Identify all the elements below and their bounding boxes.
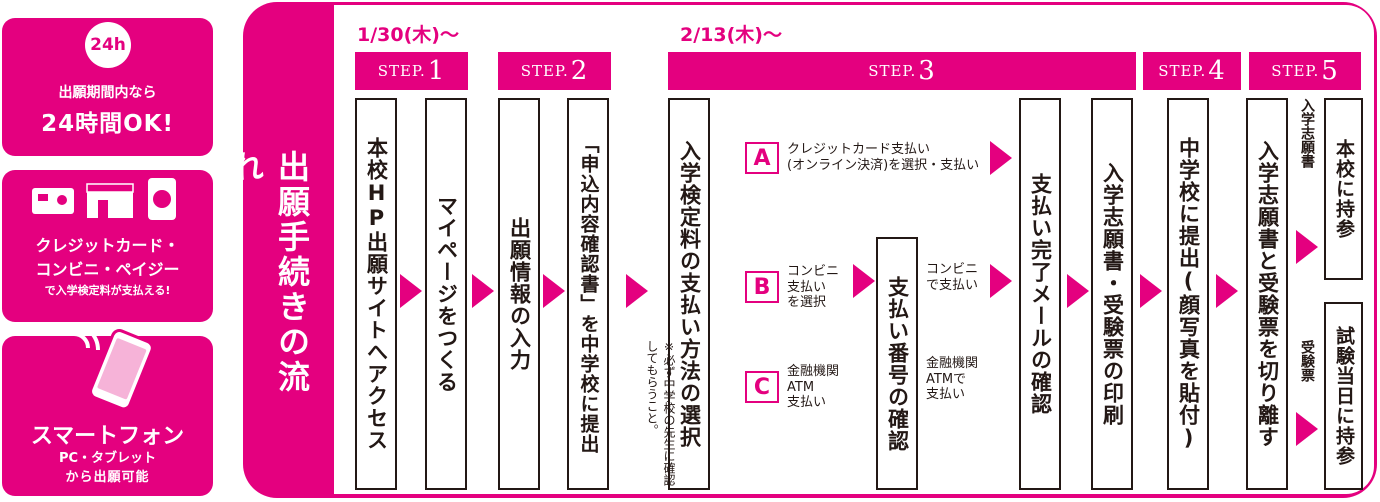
box-input-info-label: 出願情報の入力 (507, 217, 532, 371)
flow-arrow (990, 141, 1012, 175)
payment-methods-icon (32, 178, 176, 220)
feature-24h-caption: 出願期間内なら (58, 85, 157, 101)
flow-arrow (1067, 274, 1089, 308)
option-a-text: クレジットカード支払い (オンライン決済)を選択・支払い (787, 142, 979, 173)
box-bring-exam-day-label: 試験当日に持参 (1333, 326, 1355, 466)
step-1-header: STEP.1 (355, 52, 468, 90)
convenience-pay-text: コンビニ で支払い (926, 262, 978, 293)
step-1-prefix: STEP. (377, 62, 426, 80)
flow-arrow (472, 274, 494, 308)
feature-card-24h: 24h 出願期間内なら 24時間OK! (2, 18, 213, 156)
step-4-prefix: STEP. (1158, 62, 1207, 80)
atm-pay-line3: 支払い (926, 387, 966, 403)
feature-card-smartphone: スマートフォン PC・タブレット から出願可能 (2, 322, 213, 496)
feature-smartphone-headline: スマートフォン (30, 424, 185, 449)
box-create-mypage-label: マイページをつくる (434, 195, 459, 393)
atm-pay-line1: 金融機関 (926, 356, 979, 371)
convenience-pay-line2: で支払い (926, 277, 979, 293)
box-submit-jhs: 中学校に提出(顔写真を貼付) (1167, 98, 1209, 490)
atm-pay-text: 金融機関 ATMで 支払い (926, 356, 978, 403)
box-cut-apart: 入学志願書と受験票を切り離す (1246, 98, 1288, 490)
payment-option-b: B コンビニ 支払い を選択 (745, 264, 839, 311)
flow-arrow (1216, 274, 1238, 308)
flow-arrow (1296, 412, 1318, 446)
box-completion-mail: 支払い完了メールの確認 (1019, 98, 1061, 490)
box-access-site: 本校HP出願サイトへアクセス (355, 98, 397, 490)
step-3-header: STEP.3 (668, 52, 1136, 90)
box-access-site-label: 本校HP出願サイトへアクセス (364, 137, 389, 451)
option-c-line3: 支払い (787, 395, 827, 411)
step-2-header: STEP.2 (498, 52, 611, 90)
option-a-badge: A (745, 142, 779, 174)
box-create-mypage: マイページをつくる (425, 98, 467, 490)
box-print-label: 入学志願書・受験票の印刷 (1100, 162, 1125, 426)
step-2-prefix: STEP. (520, 62, 569, 80)
box-input-info: 出願情報の入力 (498, 98, 540, 490)
step-5-prefix: STEP. (1271, 62, 1320, 80)
smartphone-icon (71, 322, 154, 411)
payment-option-c: C 金融機関 ATM 支払い (745, 364, 839, 411)
feature-payment-line1: クレジットカード・ (35, 236, 180, 255)
feature-payment-line3: で入学検定料が支払える! (44, 284, 171, 297)
flow-arrow (1296, 230, 1318, 264)
box-bring-exam-day: 試験当日に持参 (1324, 302, 1363, 490)
flow-arrow (400, 274, 422, 308)
flow-arrow (853, 264, 875, 298)
step-2-number: 2 (570, 56, 589, 86)
option-b-line1: コンビニ (787, 264, 840, 279)
feature-card-payment: クレジットカード・ コンビニ・ペイジー で入学検定料が支払える! (2, 170, 213, 322)
convenience-pay-line1: コンビニ (926, 262, 979, 277)
option-b-line2: 支払い (787, 279, 827, 295)
box-payment-number: 支払い番号の確認 (876, 237, 918, 490)
flow-arrow (626, 274, 648, 308)
step-3-number: 3 (918, 56, 936, 86)
label-application: 入学志願書 (1299, 98, 1315, 168)
box-select-payment: 入学検定料の支払い方法の選択 (668, 98, 710, 490)
feature-payment-line2: コンビニ・ペイジー (35, 260, 180, 279)
box-submit-jhs-label: 中学校に提出(顔写真を貼付) (1176, 137, 1201, 451)
date-step3: 2/13(木)〜 (680, 24, 782, 46)
flow-arrow (1140, 274, 1162, 308)
payment-option-a: A クレジットカード支払い (オンライン決済)を選択・支払い (745, 142, 979, 174)
box-cut-apart-label: 入学志願書と受験票を切り離す (1255, 140, 1280, 448)
option-c-line2: ATM (787, 379, 815, 395)
feature-smartphone-line3: から出願可能 (65, 470, 150, 485)
option-c-text: 金融機関 ATM 支払い (787, 364, 839, 411)
option-a-line2: (オンライン決済)を選択・支払い (787, 158, 980, 173)
atm-pay-line2: ATMで (926, 371, 967, 387)
option-a-line1: クレジットカード支払い (787, 142, 931, 158)
label-ticket: 受験票 (1299, 340, 1315, 382)
option-c-badge: C (745, 371, 779, 404)
step-1-number: 1 (427, 56, 446, 86)
option-b-text: コンビニ 支払い を選択 (787, 264, 839, 311)
option-b-line3: を選択 (787, 295, 827, 311)
flow-title: 出願手続きの流れ (227, 150, 311, 395)
box-completion-mail-label: 支払い完了メールの確認 (1028, 173, 1053, 415)
option-c-line1: 金融機関 (787, 364, 840, 379)
box-print: 入学志願書・受験票の印刷 (1091, 98, 1133, 490)
flow-arrow (543, 274, 565, 308)
teacher-note: ※必ず中学校の先生に確認してもらうこと。 (645, 340, 676, 486)
feature-24h-headline: 24時間OK! (41, 111, 174, 137)
step-5-header: STEP.5 (1249, 52, 1361, 90)
feature-smartphone-line2: PC・タブレット (58, 451, 157, 466)
step-3-prefix: STEP. (868, 62, 917, 80)
box-submit-confirmation-label: 「申込内容確認書」を中学校に提出 (577, 134, 600, 454)
option-b-badge: B (745, 271, 779, 304)
step-5-number: 5 (1321, 56, 1339, 86)
box-bring-school-label: 本校に持参 (1333, 139, 1355, 239)
box-submit-confirmation: 「申込内容確認書」を中学校に提出 (567, 98, 609, 490)
box-bring-school: 本校に持参 (1324, 98, 1363, 280)
date-step1: 1/30(木)〜 (357, 24, 459, 46)
step-4-number: 4 (1208, 56, 1226, 86)
clock-24h-icon: 24h (85, 22, 131, 68)
box-select-payment-label: 入学検定料の支払い方法の選択 (677, 140, 702, 448)
flow-arrow (990, 264, 1012, 298)
box-payment-number-label: 支払い番号の確認 (885, 275, 910, 452)
step-4-header: STEP.4 (1143, 52, 1241, 90)
